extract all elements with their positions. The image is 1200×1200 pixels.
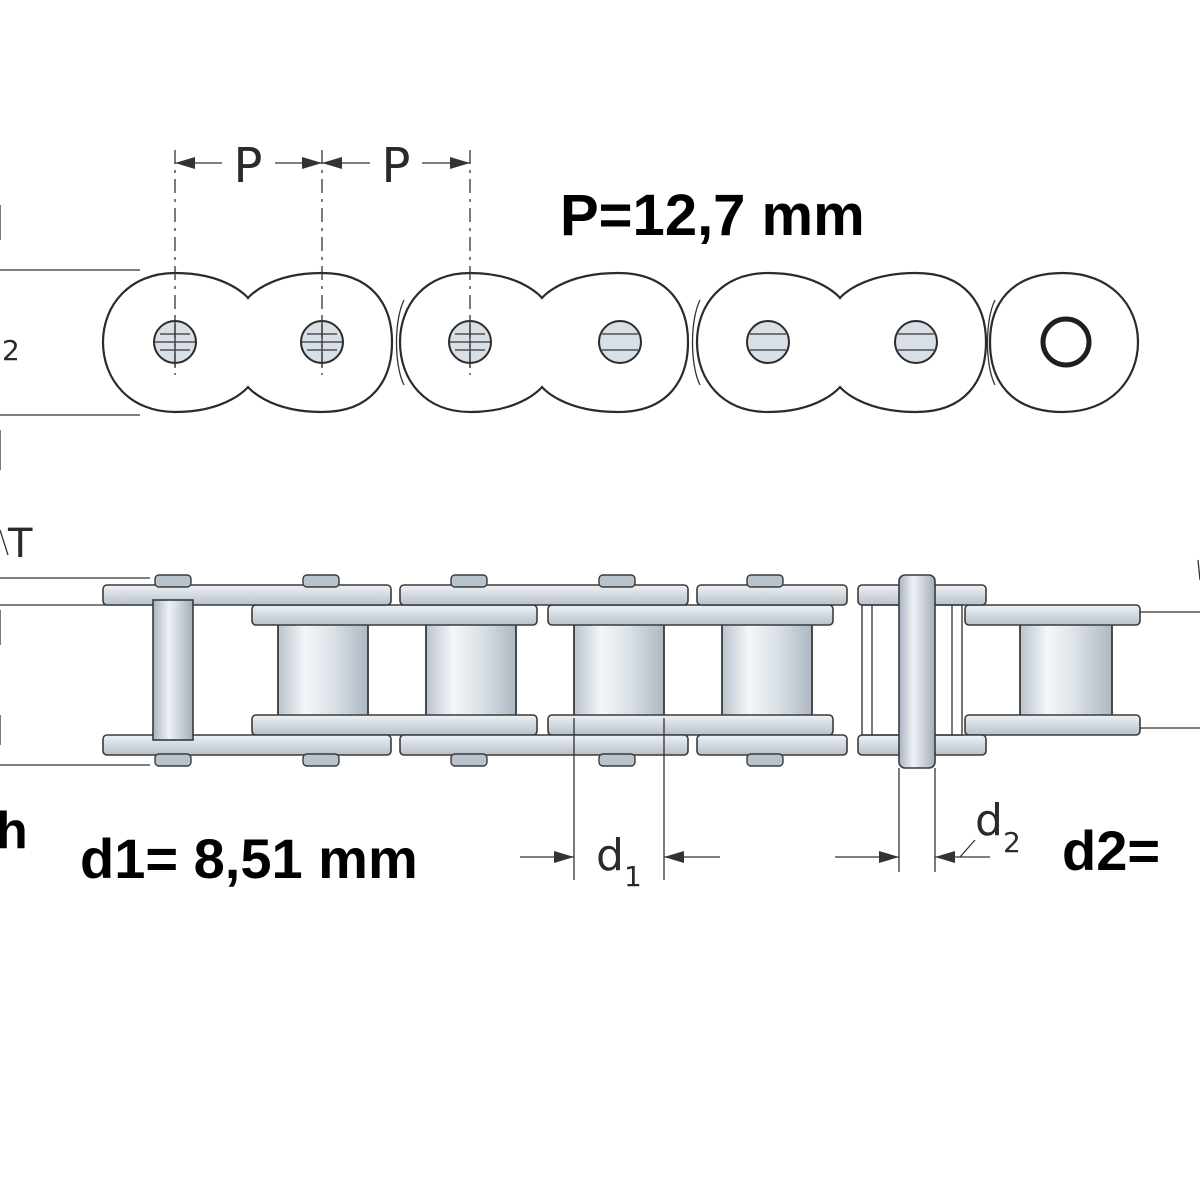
outer-plate-top-1 — [102, 584, 392, 606]
connecting-pin — [898, 574, 936, 769]
edge-label-t: T — [7, 521, 33, 567]
pitch-dimension-2: P — [322, 138, 470, 194]
pin-cap-bottom-3 — [450, 753, 488, 767]
d2-subscript: 2 — [1003, 826, 1021, 859]
pin-cap-bottom-5 — [746, 753, 784, 767]
inner-plate-top-3 — [964, 604, 1141, 626]
pitch-label-1: P — [234, 138, 263, 194]
chain-link-1 — [101, 271, 394, 414]
pin-cap-top-3 — [450, 574, 488, 588]
outer-plate-bottom-2 — [399, 734, 689, 756]
pitch-value: P=12,7 mm — [560, 183, 865, 248]
pin-cap-top-5 — [746, 574, 784, 588]
chain-link-3 — [695, 271, 988, 414]
overlap-arc-1 — [395, 299, 405, 386]
inner-plate-bottom-2 — [547, 714, 834, 736]
pin-cap-top-2 — [302, 574, 340, 588]
d2-dimension: d 2 — [835, 768, 1021, 872]
edge-label-h: h — [0, 802, 28, 860]
pin-hole-crosshair-1 — [153, 318, 197, 368]
chain-link-2 — [398, 271, 690, 414]
inner-plate-top-2 — [547, 604, 834, 626]
outer-plate-top-3 — [696, 584, 848, 606]
outer-plate-top-2 — [399, 584, 689, 606]
pin-head-3 — [894, 320, 938, 364]
roller-2 — [425, 621, 517, 719]
overlap-arc-2 — [691, 299, 701, 386]
edge-subscript-2: 2 — [2, 334, 20, 367]
d2-symbol: d — [975, 795, 1003, 846]
inner-plate-top-1 — [251, 604, 538, 626]
overlap-arc-3 — [986, 299, 996, 386]
roller-3 — [573, 621, 665, 719]
end-pin — [152, 599, 194, 741]
d1-dimension: d 1 — [520, 718, 720, 893]
pin-cap-top-1 — [154, 574, 192, 588]
pin-cap-bottom-2 — [302, 753, 340, 767]
pin-head-1 — [598, 320, 642, 364]
d1-subscript: 1 — [624, 860, 642, 893]
d1-symbol: d — [596, 830, 624, 881]
edge-leader-t — [0, 529, 9, 556]
d2-value: d2= — [1062, 819, 1160, 882]
pin-cap-bottom-4 — [598, 753, 636, 767]
d1-value: d1= 8,51 mm — [80, 827, 418, 890]
outer-plate-bottom-1 — [102, 734, 392, 756]
roller-5 — [1019, 621, 1113, 719]
chain-side-view: 2 — [0, 138, 1140, 470]
pitch-label-2: P — [382, 138, 411, 194]
pitch-dimension-1: P — [175, 138, 322, 194]
pin-cap-top-4 — [598, 574, 636, 588]
open-pin-hole — [1040, 316, 1092, 368]
chain-top-view: T h — [0, 521, 1200, 893]
pin-head-2 — [746, 320, 790, 364]
pin-cap-bottom-1 — [154, 753, 192, 767]
inner-plate-bottom-3 — [964, 714, 1141, 736]
roller-4 — [721, 621, 813, 719]
roller-1 — [277, 621, 369, 719]
outer-plate-bottom-3 — [696, 734, 848, 756]
inner-plate-bottom-1 — [251, 714, 538, 736]
